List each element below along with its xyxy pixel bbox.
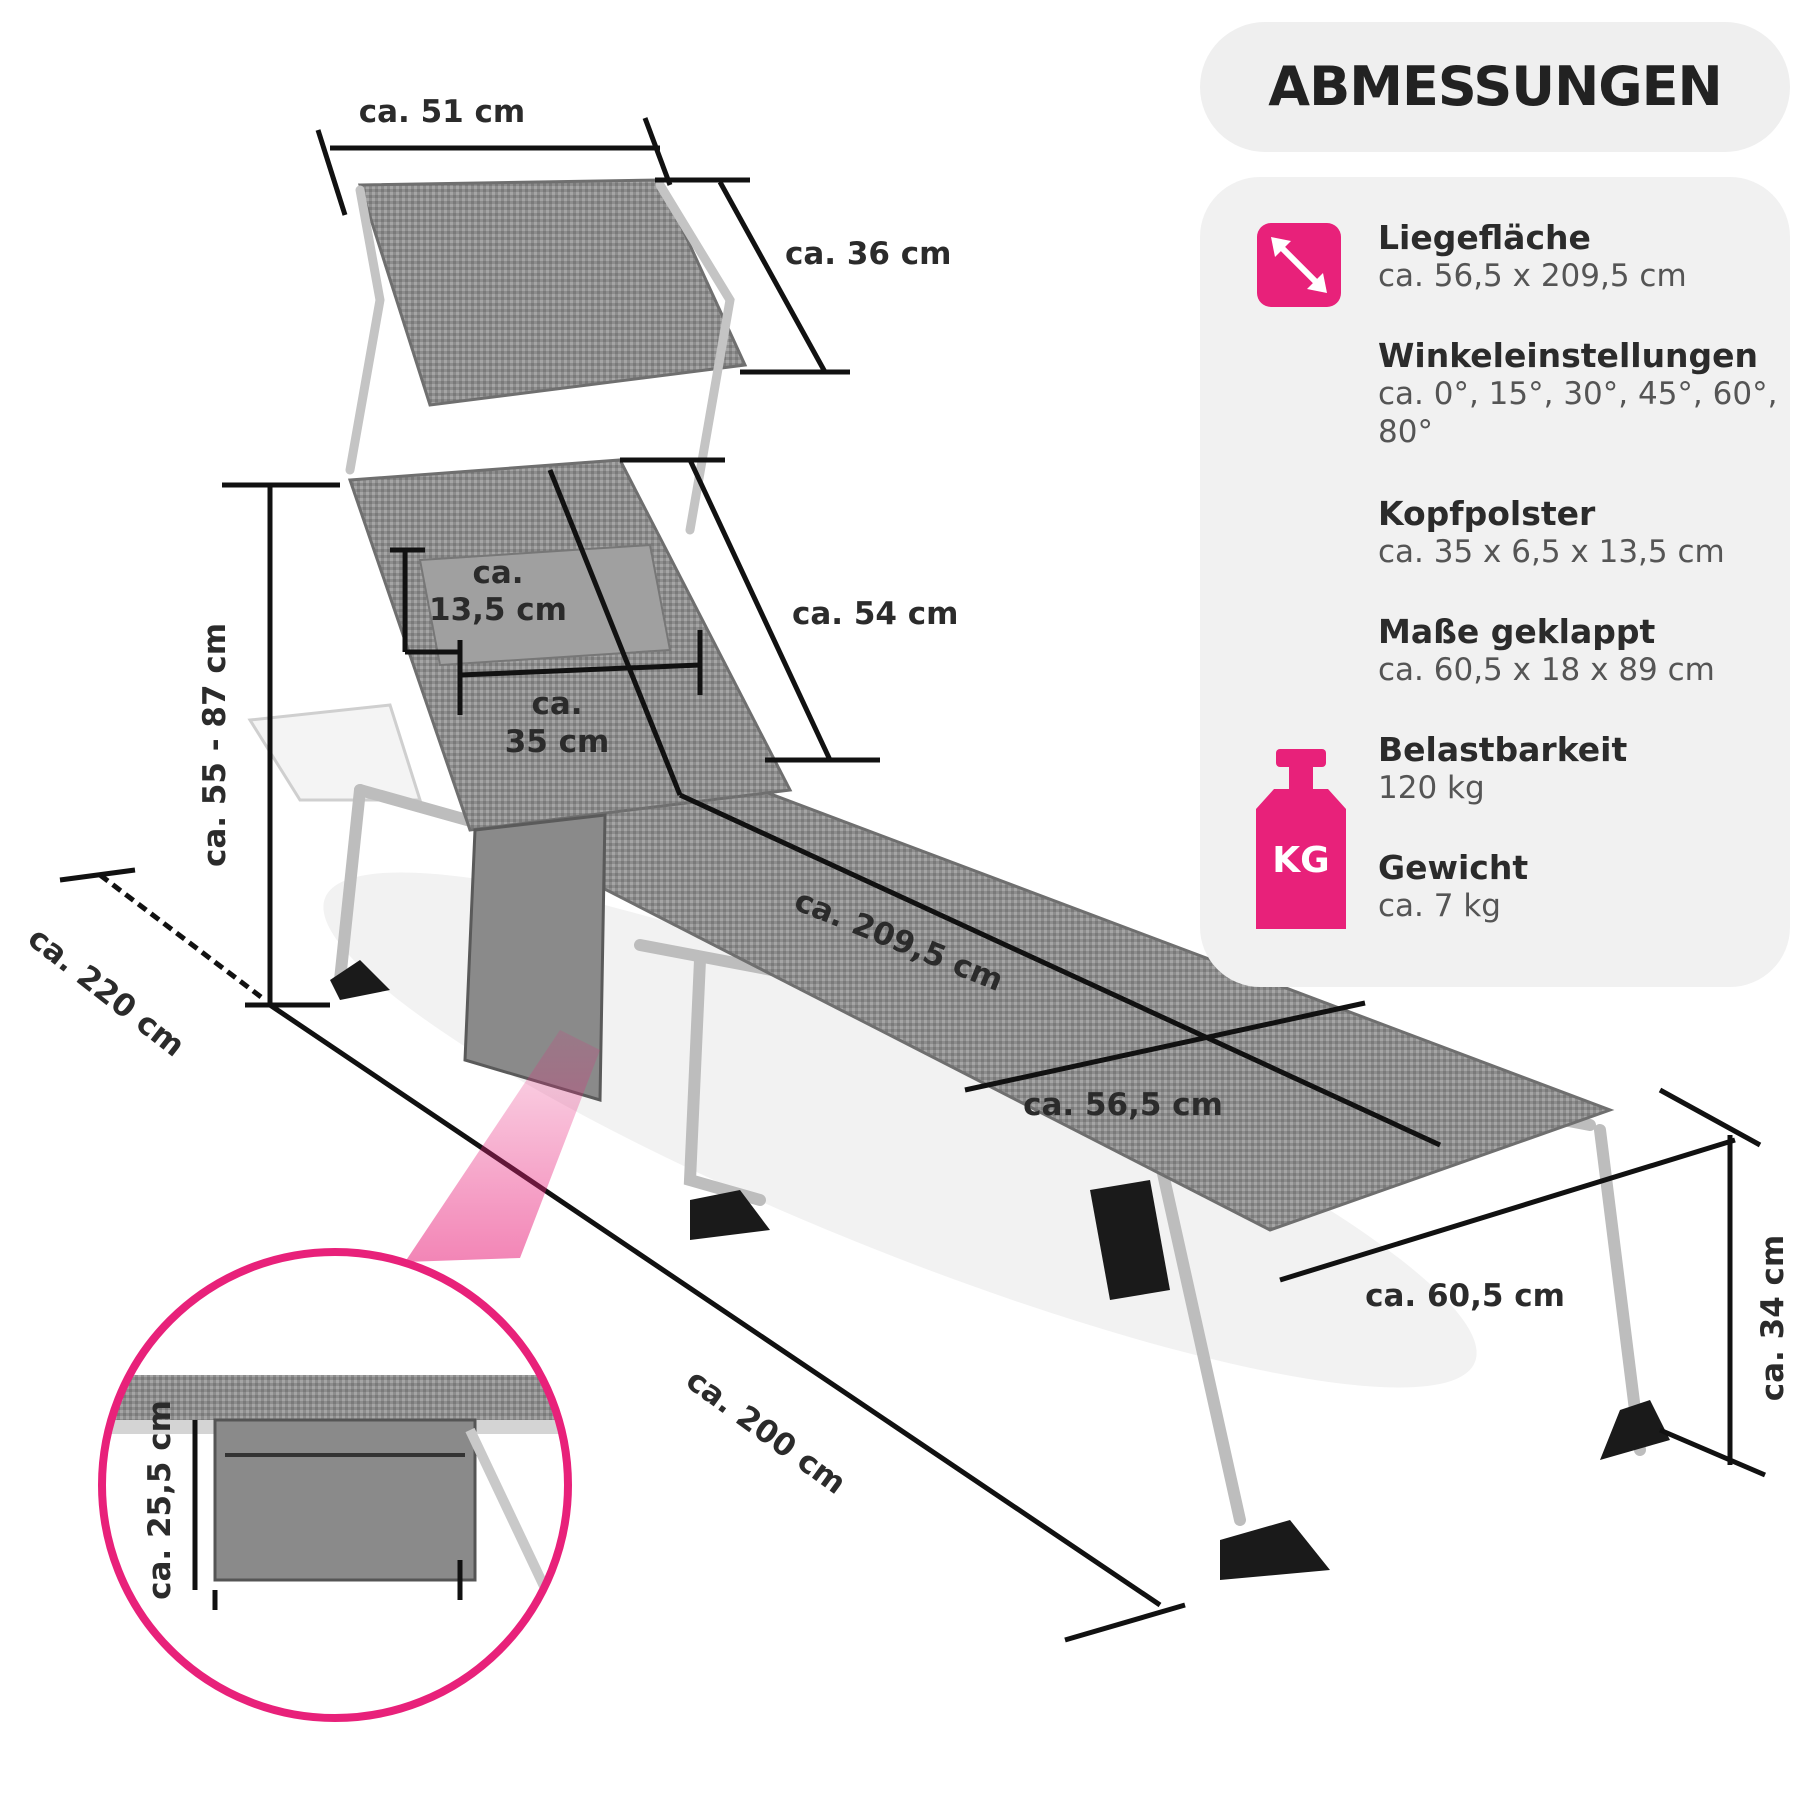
side-pocket — [463, 813, 607, 1102]
detail-beam — [405, 1030, 600, 1262]
label-lying-width: ca. 56,5 cm — [1023, 1087, 1223, 1123]
label-canopy-depth: ca. 36 cm — [785, 236, 951, 272]
spec-value: ca. 0°, 15°, 30°, 45°, 60°, 80° — [1378, 376, 1778, 450]
spec-value: ca. 56,5 x 209,5 cm — [1378, 258, 1687, 294]
title-pill: ABMESSUNGEN — [1200, 22, 1790, 152]
pocket-detail-circle — [98, 1248, 572, 1722]
frame-feet — [330, 960, 1670, 1580]
spec-label: Winkeleinstellungen — [1378, 336, 1759, 375]
label-pocket-height: ca. 25,5 cm — [142, 1400, 178, 1600]
page-title: ABMESSUNGEN — [1268, 55, 1722, 118]
spec-item-weight: Gewicht ca. 7 kg — [1378, 849, 1778, 925]
spec-item-angles: Winkeleinstellungen ca. 0°, 15°, 30°, 45… — [1378, 337, 1778, 451]
spec-item-lying-area: Liegefläche ca. 56,5 x 209,5 cm — [1378, 219, 1778, 295]
head-pillow — [418, 543, 672, 667]
spec-label: Maße geklappt — [1378, 612, 1656, 651]
floor-shadow — [323, 872, 1477, 1388]
spec-label: Gewicht — [1378, 848, 1529, 887]
spec-panel: Liegefläche ca. 56,5 x 209,5 cm Winkelei… — [1200, 177, 1790, 987]
label-seat-height: ca. 34 cm — [1755, 1235, 1791, 1401]
sun-canopy — [357, 178, 748, 407]
label-pillow-height-2: 13,5 cm — [429, 592, 567, 628]
label-backrest-height: ca. 55 - 87 cm — [197, 623, 233, 867]
label-pillow-width-2: 35 cm — [505, 724, 610, 760]
spec-value: ca. 35 x 6,5 x 13,5 cm — [1378, 534, 1725, 570]
spec-item-pillow: Kopfpolster ca. 35 x 6,5 x 13,5 cm — [1378, 495, 1778, 571]
diagonal-arrow-icon — [1257, 223, 1341, 307]
side-table — [247, 703, 423, 802]
label-backrest-length: ca. 54 cm — [792, 596, 958, 632]
spec-label: Belastbarkeit — [1378, 730, 1628, 769]
dimension-lines — [59, 117, 1766, 1643]
label-canopy-width: ca. 51 cm — [359, 94, 525, 130]
spec-label: Kopfpolster — [1378, 494, 1596, 533]
label-pillow-width-1: ca. — [531, 686, 582, 722]
spec-value: 120 kg — [1378, 770, 1485, 806]
spec-item-folded: Maße geklappt ca. 60,5 x 18 x 89 cm — [1378, 613, 1778, 689]
spec-value: ca. 7 kg — [1378, 888, 1501, 924]
label-pillow-height-1: ca. — [472, 555, 523, 591]
spec-item-load: Belastbarkeit 120 kg — [1378, 731, 1778, 807]
label-total-length: ca. 220 cm — [21, 920, 191, 1064]
spec-value: ca. 60,5 x 18 x 89 cm — [1378, 652, 1715, 688]
kg-icon-text: KG — [1272, 840, 1329, 881]
canopy-frame — [345, 180, 735, 535]
label-frame-width: ca. 60,5 cm — [1365, 1278, 1565, 1314]
diagonal-arrow-svg — [1271, 237, 1327, 293]
kg-weight-icon: KG — [1256, 749, 1346, 929]
kg-weight-svg: KG — [1256, 749, 1346, 929]
spec-label: Liegefläche — [1378, 218, 1591, 257]
